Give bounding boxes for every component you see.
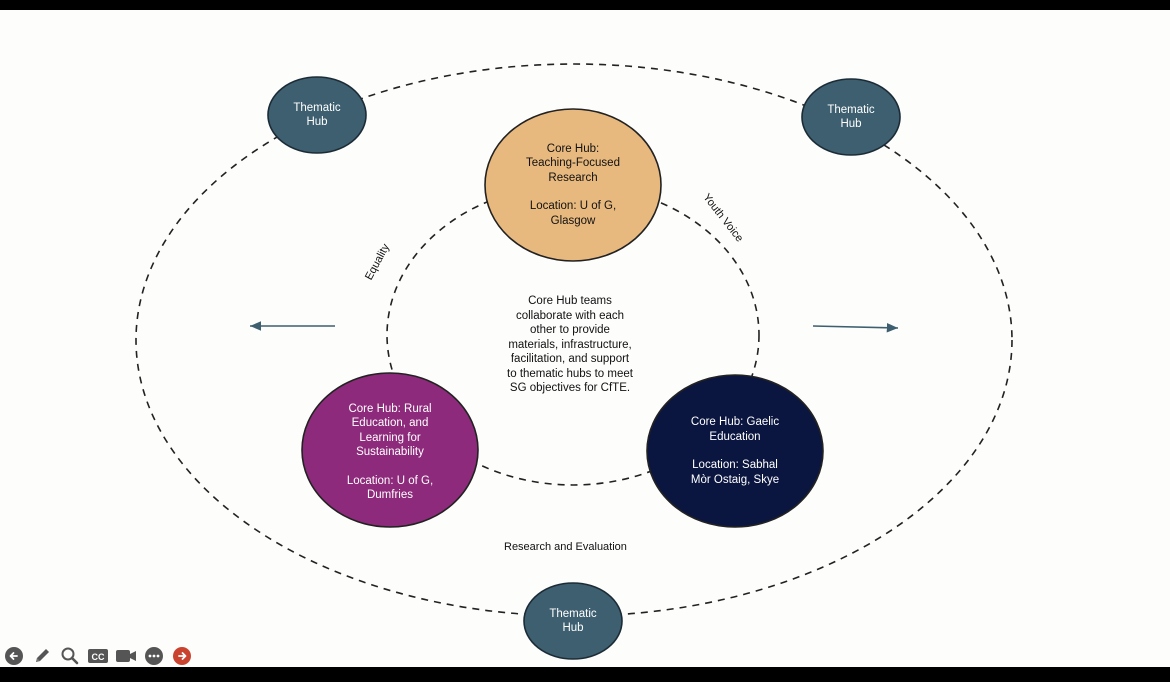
thematic-hub-line1: Thematic bbox=[549, 607, 597, 620]
pen-icon[interactable] bbox=[30, 644, 54, 668]
top-black-bar bbox=[0, 0, 1170, 10]
core-hub-teaching-label: Core Hub: Teaching-Focused Research Loca… bbox=[495, 130, 651, 240]
camera-icon[interactable] bbox=[114, 644, 138, 668]
core-hub-gaelic-circle bbox=[646, 374, 824, 528]
thematic-hub-top-right-circle bbox=[801, 78, 901, 156]
bottom-black-bar bbox=[0, 667, 1170, 682]
core-hub-location-line: Glasgow bbox=[550, 214, 596, 227]
core-hub-teaching-circle bbox=[484, 108, 662, 262]
core-hub-title-line: Learning for bbox=[359, 431, 421, 444]
core-hub-gaelic-label: Core Hub: Gaelic Education Location: Sab… bbox=[657, 406, 813, 496]
core-hub-title-line: Education, and bbox=[351, 417, 429, 429]
outer-dashed-ring bbox=[135, 63, 1013, 617]
center-description: Core Hub teams collaborate with each oth… bbox=[507, 295, 633, 394]
thematic-hub-top-right-label: Thematic Hub bbox=[802, 82, 900, 152]
cc-label: CC bbox=[92, 652, 105, 662]
thematic-hub-top-left-label: Thematic Hub bbox=[268, 80, 366, 150]
core-hub-title-line: Education bbox=[709, 430, 761, 443]
core-hub-title-line: Core Hub: Rural bbox=[348, 402, 432, 415]
thematic-hub-line2: Hub bbox=[306, 116, 328, 128]
magnifier-icon[interactable] bbox=[58, 644, 82, 668]
cc-icon[interactable]: CC bbox=[86, 644, 110, 668]
more-icon[interactable] bbox=[142, 644, 166, 668]
core-hub-title-line: Sustainability bbox=[356, 446, 424, 458]
thematic-hub-line2: Hub bbox=[562, 622, 584, 634]
thematic-hub-line1: Thematic bbox=[293, 101, 341, 114]
forward-arrow-icon[interactable] bbox=[170, 644, 194, 668]
core-hub-location-line: Dumfries bbox=[366, 489, 413, 501]
core-hub-rural-circle bbox=[301, 372, 479, 528]
core-hub-title-line: Teaching-Focused bbox=[526, 157, 620, 170]
thematic-hub-line2: Hub bbox=[840, 118, 862, 130]
core-hub-title-line: Core Hub: Gaelic bbox=[690, 416, 780, 428]
presentation-toolbar: CC bbox=[2, 644, 194, 668]
core-hub-location-line: Location: U of G, bbox=[346, 474, 434, 487]
core-hub-title-line: Core Hub: bbox=[546, 142, 600, 155]
research-evaluation-label: Research and Evaluation bbox=[504, 541, 627, 553]
right-arrow bbox=[812, 322, 899, 333]
thematic-hub-line1: Thematic bbox=[827, 103, 875, 116]
core-hub-location-line: Location: U of G, bbox=[529, 200, 617, 213]
thematic-hub-bottom-circle bbox=[523, 582, 623, 660]
core-hub-title-line: Research bbox=[548, 171, 598, 184]
back-arrow-icon[interactable] bbox=[2, 644, 26, 668]
core-hub-location-line: Location: Sabhal bbox=[692, 459, 778, 471]
thematic-hub-top-left-circle bbox=[267, 76, 367, 154]
core-hub-rural-label: Core Hub: Rural Education, and Learning … bbox=[312, 392, 468, 512]
thematic-hub-bottom-label: Thematic Hub bbox=[524, 586, 622, 656]
core-hub-location-line: Mòr Ostaig, Skye bbox=[690, 473, 780, 486]
